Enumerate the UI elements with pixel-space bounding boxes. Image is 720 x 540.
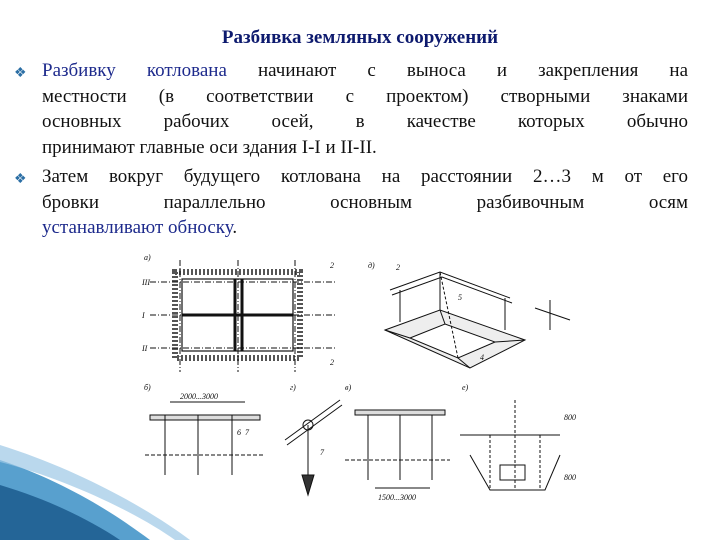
paragraph-obnoska: ❖ Затем вокруг будущего котлована на рас… <box>14 164 688 241</box>
axis-label-I-a: I <box>141 311 145 320</box>
p1-line3: основных рабочих осей, в качестве которы… <box>42 111 688 132</box>
callout-5-d: 5 <box>458 293 462 302</box>
label-a: а) <box>144 253 151 262</box>
callout-4-d: 4 <box>480 353 484 362</box>
fence-profile-b: б) 2000...3000 6 7 <box>144 383 265 475</box>
label-v-icon: в) <box>345 383 351 392</box>
p2-tail: . <box>232 217 238 238</box>
dim-top-label: 2000...3000 <box>180 392 218 401</box>
axis-label-III-a: III <box>141 278 150 287</box>
perspective-view-d: д) 2 5 4 <box>368 261 571 369</box>
excavation-layout-figure: а) III I II 2 2 д) 2 5 4 <box>141 253 576 502</box>
label-d: д) <box>368 261 375 270</box>
callout-2-a: 2 <box>330 261 334 270</box>
callout-6-b: 6 <box>237 428 241 437</box>
lead-phrase: Разбивку котлована <box>42 60 227 81</box>
p1-line1: Разбивку котлована начинают с выноса и з… <box>42 58 688 84</box>
p2-line1: Затем вокруг будущего котлована на расст… <box>42 166 688 187</box>
diamond-bullet-icon: ❖ <box>14 66 27 81</box>
p1-line2: местности (в соответствии с проектом) ст… <box>42 85 688 107</box>
plumb-detail-g: г) 7 <box>284 383 343 497</box>
callout-7-g: 7 <box>320 448 325 457</box>
page-title: Разбивка земляных сооружений <box>221 27 499 48</box>
axis-label-II-a: II <box>141 344 148 353</box>
pegs-detail-v: в) 1500...3000 <box>345 383 450 502</box>
section-detail-e: е) 800 800 <box>460 383 576 491</box>
plan-view-a: а) III I II 2 2 <box>141 253 335 372</box>
diamond-bullet-icon: ❖ <box>14 172 27 187</box>
p1-line4: принимают главные оси здания I-I и II-II… <box>42 136 377 158</box>
p2-line3: устанавливают обноску. <box>42 215 688 241</box>
dim-side1-label: 800 <box>564 413 576 422</box>
p2-line2: бровки параллельно основным разбивочным … <box>42 191 688 213</box>
obnoska-link[interactable]: устанавливают обноску <box>42 217 233 238</box>
callout-7-b: 7 <box>245 428 250 437</box>
label-e: е) <box>462 383 469 392</box>
paragraph-excavation-start: ❖ Разбивку котлована начинают с выноса и… <box>14 58 688 160</box>
dim-side2-label: 800 <box>564 473 576 482</box>
dim-bottom-label: 1500...3000 <box>378 493 416 502</box>
corner-decoration <box>0 445 190 540</box>
callout-2-a-bottom: 2 <box>330 358 334 367</box>
label-g: г) <box>290 383 296 392</box>
callout-2-d: 2 <box>396 263 400 272</box>
p1-line1-rest: начинают с выноса и закрепления на <box>257 60 689 81</box>
label-b: б) <box>144 383 151 392</box>
